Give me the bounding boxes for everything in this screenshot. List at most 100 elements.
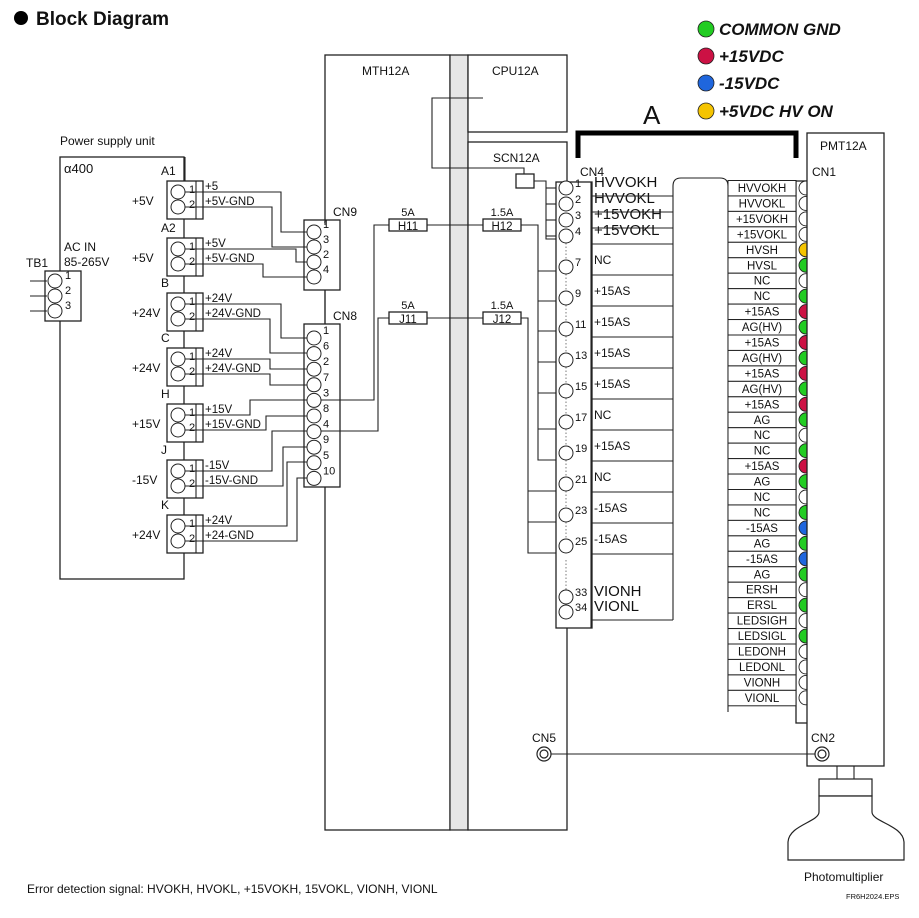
cn9-pin-num: 2 <box>323 249 329 261</box>
cn4-pin-num: 9 <box>575 288 581 300</box>
psu-pin-num: 2 <box>189 311 195 323</box>
cn1-signal-label: +15AS <box>745 368 780 380</box>
cn1-signal-label: ERSH <box>746 585 778 597</box>
psu-pin <box>170 311 186 327</box>
psu-pin-num: 2 <box>189 422 195 434</box>
fuse-rating: 5A <box>401 300 415 312</box>
cn4-label: CN4 <box>580 165 604 179</box>
psu-pin <box>170 366 186 382</box>
cn1-signal-label: AG(HV) <box>742 384 782 396</box>
cn1-signal-label: NC <box>754 430 771 442</box>
cn1-signal-label: AG(HV) <box>742 322 782 334</box>
cn4-signal-label: +15VOKL <box>594 222 659 239</box>
cn4-signal-label: VIONH <box>594 583 642 600</box>
cn9-pin <box>306 254 322 270</box>
psu-pin-num: 2 <box>189 533 195 545</box>
cn4-pin <box>558 212 574 228</box>
psu-signal-label: +5 <box>205 181 218 193</box>
cn8-pin <box>306 455 322 471</box>
psu-pin-num: 1 <box>189 184 195 196</box>
cn4-signal-label: NC <box>594 253 612 267</box>
cn4-pin <box>558 196 574 212</box>
psu-pin-num: 1 <box>189 241 195 253</box>
fuse <box>482 218 522 232</box>
cn1-signal-label: ERSL <box>747 600 778 612</box>
cn8-pin-num: 10 <box>323 465 335 477</box>
cn8-pin-num: 6 <box>323 341 329 353</box>
psu-pin <box>170 518 186 534</box>
psu-connector <box>166 292 204 332</box>
legend-swatch-icon <box>697 102 715 120</box>
psu-box <box>59 156 185 580</box>
cn1-signal-label: VIONH <box>744 677 780 689</box>
psu-connector-name: A1 <box>161 164 176 178</box>
cn1-signal-label: AG <box>754 538 771 550</box>
psu-pin-num: 2 <box>189 366 195 378</box>
cn4-pin-num: 19 <box>575 443 587 455</box>
cn4-pin-num: 7 <box>575 257 581 269</box>
page-title: Block Diagram <box>36 9 169 30</box>
psu-voltage-label: +5V <box>132 194 154 208</box>
cn4-signal-label: +15AS <box>594 284 630 298</box>
psu-pin-num: 1 <box>189 351 195 363</box>
cn1-signal-label: VIONL <box>745 693 780 705</box>
pmt12a-board <box>806 132 885 767</box>
psu-voltage-label: +5V <box>132 251 154 265</box>
cn4-pin <box>558 228 574 244</box>
photomultiplier-label: Photomultiplier <box>804 870 883 884</box>
legend-label: +5VDC HV ON <box>719 102 834 121</box>
legend: COMMON GND+15VDC-15VDC+5VDC HV ON <box>697 20 841 121</box>
ac-in-label: AC IN <box>64 240 96 254</box>
psu-voltage-label: -15V <box>132 473 157 487</box>
fuse-rating: 5A <box>401 207 415 219</box>
cn4-pin <box>558 538 574 554</box>
cn4-pin <box>558 290 574 306</box>
wire <box>185 191 307 233</box>
psu-pin <box>170 199 186 215</box>
wire <box>185 415 307 431</box>
cn4-signal-label: +15AS <box>594 377 630 391</box>
cn9-pin-num: 3 <box>323 234 329 246</box>
cn4-pin-num: 34 <box>575 602 587 614</box>
cn4-signal-label: +15AS <box>594 346 630 360</box>
psu-signal-label: -15V <box>205 460 230 472</box>
fuse-rating: 1.5A <box>491 207 514 219</box>
wire <box>185 399 307 416</box>
cn8-pin <box>306 361 322 377</box>
psu-pin <box>170 463 186 479</box>
cn4-signal-label: HVVOKL <box>594 190 655 207</box>
fuse-name: H11 <box>398 221 418 233</box>
backplane <box>449 54 469 831</box>
psu-connector-name: B <box>161 276 169 290</box>
cn1-signal-label: LEDSIGH <box>737 616 788 628</box>
cn1-signal-label: +15VOKH <box>736 214 788 226</box>
cn4-pin-num: 17 <box>575 412 587 424</box>
cn8-pin-num: 7 <box>323 372 329 384</box>
psu-voltage-label: +24V <box>132 528 160 542</box>
psu-pin-num: 2 <box>189 199 195 211</box>
psu-connector <box>166 459 204 499</box>
pmt12a-label: PMT12A <box>820 139 867 153</box>
psu-connector-name: J <box>161 443 167 457</box>
cn1-signal-label: NC <box>754 291 771 303</box>
cn8-pin-num: 3 <box>323 387 329 399</box>
tb1-pin <box>47 273 63 289</box>
cn4-pin <box>558 352 574 368</box>
fuse <box>388 311 428 325</box>
cn1-signal-label: -15AS <box>746 554 778 566</box>
psu-voltage-label: +15V <box>132 417 160 431</box>
wire <box>185 206 307 248</box>
cn4-pin <box>558 180 574 196</box>
psu-pin <box>170 422 186 438</box>
psu-pin <box>170 478 186 494</box>
cn4-signal-label: VIONL <box>594 598 639 615</box>
cn1-signal-label: HVSH <box>746 245 778 257</box>
psu-connector-name: C <box>161 331 170 345</box>
ac-range-label: 85-265V <box>64 255 109 269</box>
psu-pin <box>170 241 186 257</box>
psu-pin <box>170 256 186 272</box>
wire <box>185 430 307 472</box>
psu-connector-name: H <box>161 387 170 401</box>
cn4-signal-label: +15VOKH <box>594 206 662 223</box>
fuse-name: H12 <box>491 221 512 233</box>
